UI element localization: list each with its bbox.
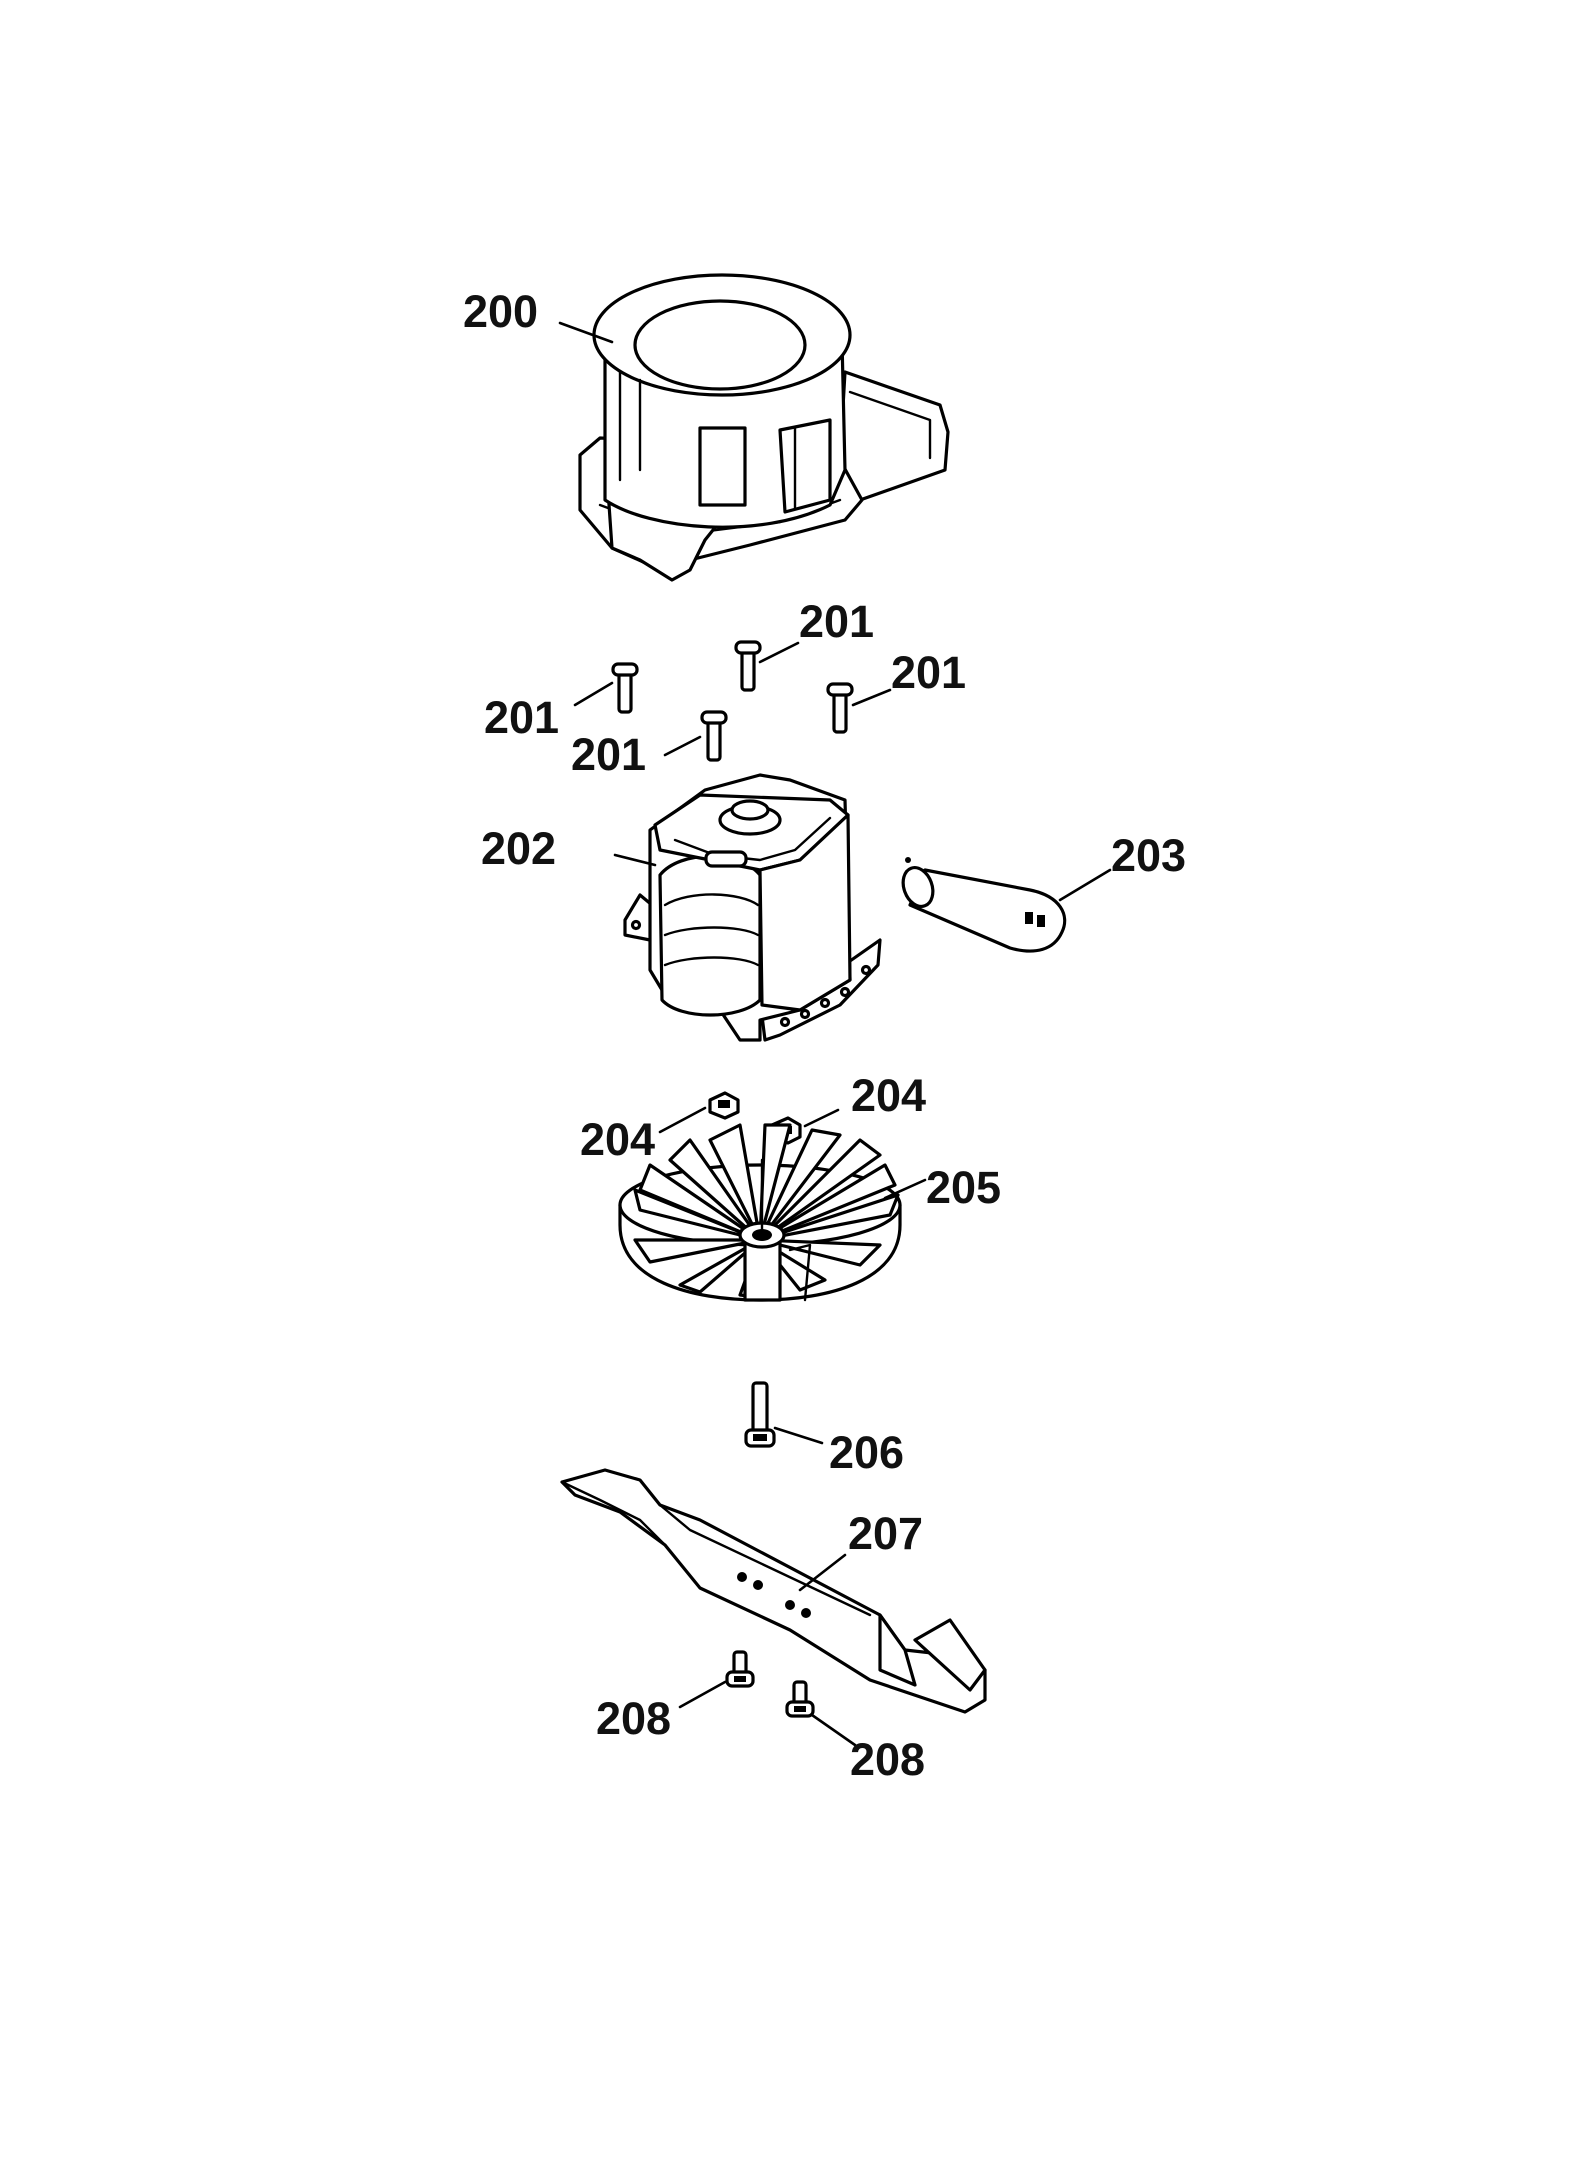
part-label-205: 205 [926, 1162, 1001, 1213]
part-label-207: 207 [848, 1508, 923, 1559]
part-201-screw [734, 640, 762, 692]
leader-208-left [678, 1680, 727, 1709]
leader-206 [773, 1426, 824, 1445]
leader-201-left [573, 681, 614, 707]
part-201-screw [611, 662, 639, 714]
part-207-blade [560, 1468, 987, 1714]
leader-201-right [851, 688, 892, 707]
part-label-208: 208 [850, 1734, 925, 1785]
leader-201-top [758, 641, 800, 664]
part-200-motor-cover [578, 273, 950, 582]
part-208-screw [785, 1680, 815, 1718]
leader-207 [798, 1553, 847, 1592]
part-labels: 200 201 201 201 201 202 203 204 204 205 … [463, 286, 1186, 1785]
part-201-screw [826, 682, 854, 734]
part-label-208: 208 [596, 1693, 671, 1744]
part-label-201: 201 [891, 647, 966, 698]
leader-204-left [658, 1106, 707, 1134]
part-label-204: 204 [851, 1070, 926, 1121]
part-206-bolt [744, 1381, 776, 1448]
part-label-203: 203 [1111, 830, 1186, 881]
part-202-motor [623, 773, 882, 1042]
part-203-capacitor [901, 857, 1067, 953]
part-201-screw [700, 710, 728, 762]
leader-201-mid [663, 735, 702, 757]
part-208-screw [725, 1650, 755, 1688]
leader-202 [613, 853, 657, 867]
part-label-202: 202 [481, 823, 556, 874]
leader-200 [558, 321, 614, 344]
leader-205 [883, 1178, 927, 1200]
part-label-201: 201 [484, 692, 559, 743]
leader-208-right [810, 1713, 857, 1747]
part-label-200: 200 [463, 286, 538, 337]
part-204-nut [708, 1091, 740, 1120]
part-label-201: 201 [571, 729, 646, 780]
part-label-206: 206 [829, 1427, 904, 1478]
leader-203 [1058, 868, 1112, 902]
leader-204-right [803, 1108, 840, 1128]
part-205-fan [618, 1123, 902, 1302]
part-label-201: 201 [799, 596, 874, 647]
leader-lines [558, 321, 1112, 1747]
part-label-204: 204 [580, 1114, 655, 1165]
